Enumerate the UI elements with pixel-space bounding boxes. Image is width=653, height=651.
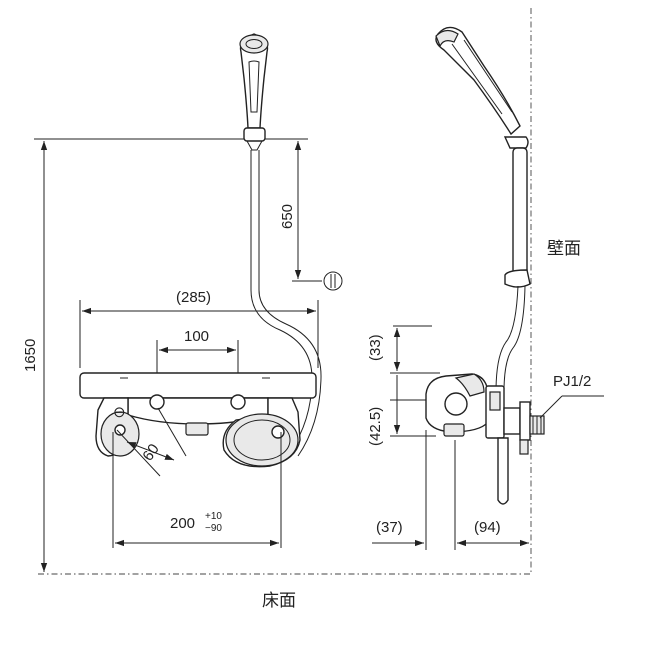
wall-label: 壁面 <box>547 239 581 259</box>
faucet-body-side <box>425 373 545 505</box>
dim-body-height: (42.5) <box>367 407 384 446</box>
dim-mount-tol-plus: +10 <box>205 511 222 522</box>
temperature-handle: ⊖ <box>95 397 140 457</box>
center-mark-icon <box>323 271 343 291</box>
slide-bar <box>512 147 528 275</box>
dim-height-total: 1650 <box>22 339 39 372</box>
dim-handle-spacing: 100 <box>184 328 209 345</box>
dim-mount-spacing: 200 <box>170 515 195 532</box>
dim-hose-to-center: 650 <box>279 204 296 229</box>
dim-wall-depth: (94) <box>474 519 501 536</box>
front-view: 1650 650 (285) <box>22 33 343 572</box>
dim-overall-width: (285) <box>176 289 211 306</box>
dim-elbow-angle: 60 <box>139 441 162 464</box>
side-view: (33) (42.5) PJ1/2 <box>367 26 604 550</box>
shower-hose-side <box>495 285 519 393</box>
dim-front-depth: (37) <box>376 519 403 536</box>
pipe-thread-label: PJ1/2 <box>553 373 591 390</box>
faucet-body-front <box>79 372 317 399</box>
svg-text:⊖: ⊖ <box>113 404 126 421</box>
shower-head-side <box>435 26 521 136</box>
dim-top-offset: (33) <box>367 334 384 361</box>
shower-head-front <box>239 33 269 151</box>
dim-mount-tol-minus: −90 <box>205 523 222 534</box>
floor-label: 床面 <box>262 591 296 611</box>
